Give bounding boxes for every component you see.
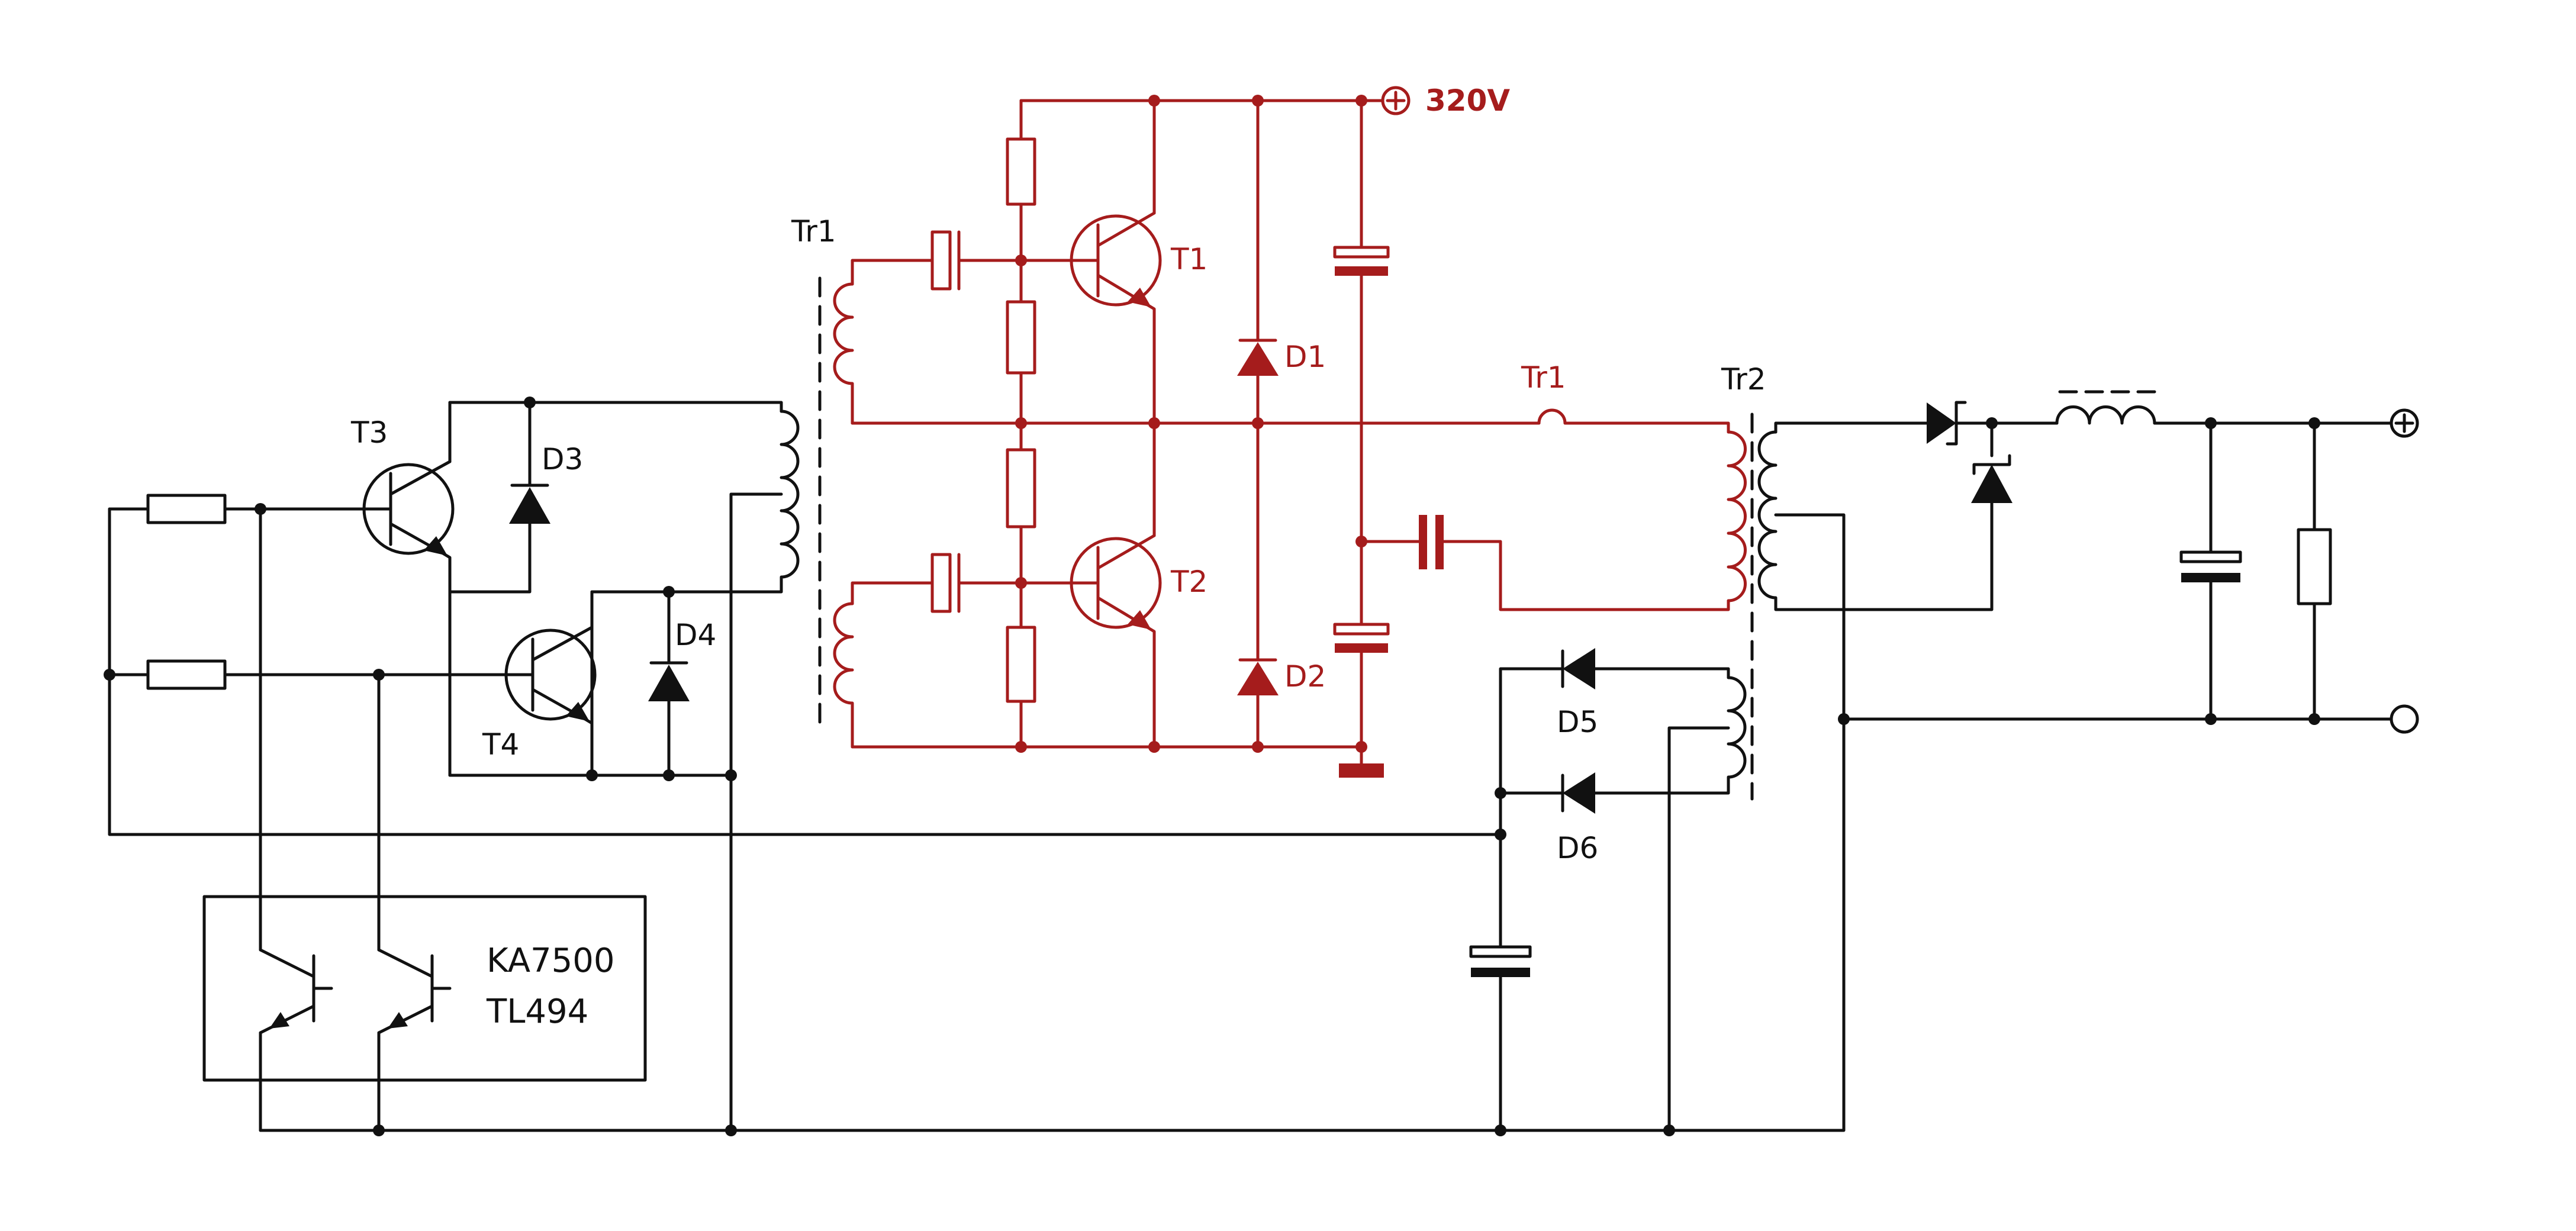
output-minus-terminal <box>2390 704 2419 734</box>
output-plus-terminal <box>2390 408 2419 438</box>
secondary-junctions <box>104 397 2320 1136</box>
output-inductor <box>2055 405 2156 425</box>
label-D5: D5 <box>1557 705 1598 739</box>
resistor-r4 <box>1006 626 1036 703</box>
diode-D4 <box>648 661 690 701</box>
capacitor-bulk-bottom <box>1333 623 1390 653</box>
capacitor-output <box>2179 550 2242 582</box>
resistor-load <box>2297 528 2332 605</box>
ic-label-line2: TL494 <box>486 992 588 1031</box>
label-tr2: Tr2 <box>1721 362 1766 397</box>
capacitor-c-t1 <box>930 230 961 291</box>
label-T3: T3 <box>350 415 388 450</box>
diode-D2 <box>1237 658 1279 695</box>
ic-label-line1: KA7500 <box>487 942 615 980</box>
capacitor-c-t2 <box>930 553 961 613</box>
supply-voltage-label: 320V <box>1425 83 1510 118</box>
capacitor-bulk-top <box>1333 246 1390 276</box>
primary-junctions <box>1015 95 1367 753</box>
label-T2: T2 <box>1170 565 1208 599</box>
supply-terminal <box>1381 86 1411 115</box>
label-D2: D2 <box>1284 659 1326 694</box>
resistor-r6 <box>146 659 227 690</box>
resistor-r5 <box>146 494 227 524</box>
diode-D6 <box>1561 772 1595 814</box>
label-D4: D4 <box>675 618 716 652</box>
label-D6: D6 <box>1557 831 1598 865</box>
label-tr1-center: Tr1 <box>1521 360 1566 395</box>
diode-D1 <box>1237 339 1279 376</box>
ground-block <box>1339 763 1384 778</box>
diode-D3 <box>509 484 550 524</box>
diode-D5 <box>1561 648 1595 689</box>
capacitor-aux <box>1469 945 1532 977</box>
ic-transistor-1 <box>259 948 315 1035</box>
resistor-r3 <box>1006 448 1036 529</box>
resistor-r2 <box>1006 300 1036 375</box>
primary-half-bridge <box>833 86 1747 778</box>
driver-stage <box>108 401 1846 1132</box>
aux-rectifier <box>1469 648 1747 1132</box>
output-stage <box>1757 390 2419 734</box>
schottky-diode-freewheel <box>1971 454 2012 503</box>
label-D1: D1 <box>1284 340 1326 374</box>
label-T1: T1 <box>1170 242 1208 276</box>
label-T4: T4 <box>482 727 519 762</box>
ic-transistor-2 <box>377 948 434 1035</box>
label-D3: D3 <box>542 442 583 476</box>
capacitor-coupling <box>1419 515 1444 569</box>
label-tr1-left: Tr1 <box>791 214 836 249</box>
schottky-diode-main <box>1927 401 1967 446</box>
resistor-r1 <box>1006 137 1036 206</box>
pwm-ic <box>202 895 647 1082</box>
